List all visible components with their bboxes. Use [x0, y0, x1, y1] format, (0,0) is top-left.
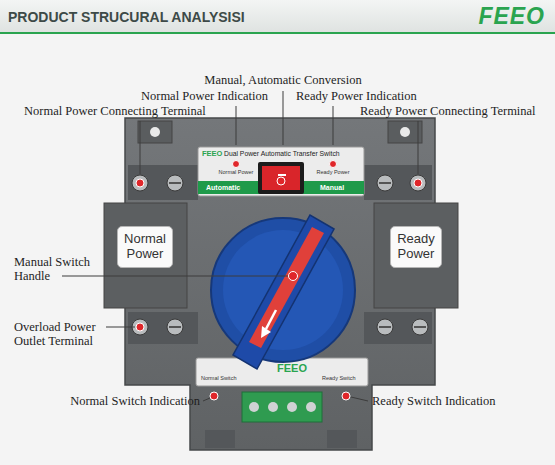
switch-knob [211, 218, 355, 362]
switch-housing [327, 430, 357, 448]
switch-housing [138, 121, 172, 143]
terminal-block [242, 392, 322, 422]
terminal-screws [410, 175, 426, 191]
leader-lines [62, 276, 288, 277]
leader-lines [333, 106, 334, 145]
callout-label: Ready Power Connecting Terminal [360, 104, 536, 118]
callout-label: Ready Power Indication [296, 89, 417, 103]
switch-knob [211, 218, 355, 362]
switch-handle [266, 310, 276, 329]
terminal-block [287, 402, 297, 412]
terminal-screws [132, 175, 148, 191]
leader-lines [62, 91, 418, 401]
callout-dots [342, 392, 350, 400]
switch-handle [233, 215, 334, 369]
leader-lines [140, 121, 141, 174]
callout-dots [414, 179, 422, 187]
switch-label: Ready Switch [322, 375, 356, 381]
nameplate-box: Ready Power [390, 226, 442, 268]
callout-label: Normal Power Indication [141, 89, 268, 103]
nameplate-text: Normal Power [124, 232, 166, 262]
switch-housing [400, 127, 410, 137]
rocker-switch [258, 162, 304, 194]
callout-dots [210, 392, 218, 400]
leader-lines [351, 397, 368, 401]
plate-logo: FEEO [202, 150, 222, 159]
switch-housing [128, 165, 198, 200]
plate-logo: FEEO [277, 362, 307, 375]
callout-label: Normal Power Connecting Terminal [24, 104, 206, 118]
switch-handle [261, 326, 271, 338]
rocker-switch [262, 166, 300, 190]
callout-dots [330, 161, 337, 168]
mode-label: Automatic [206, 184, 240, 192]
callout-label: Overload Power Outlet Terminal [14, 320, 106, 349]
header-rule [0, 32, 555, 34]
terminal-block [242, 392, 322, 422]
callout-dots [233, 161, 240, 168]
indicator-label: Ready Power [316, 169, 349, 175]
leader-lines [418, 121, 419, 174]
leader-lines [283, 91, 284, 145]
switch-housing [104, 203, 187, 308]
leader-lines [106, 327, 135, 328]
label-plate [196, 358, 368, 386]
callout-dots [277, 177, 285, 185]
switch-housing [388, 121, 422, 143]
label-plate [198, 147, 364, 196]
callout-dots [136, 161, 422, 401]
callout-label: Ready Switch Indication [372, 394, 496, 408]
terminal-block [306, 402, 316, 412]
mode-label: Manual [320, 184, 344, 192]
callout-label: Manual Switch Handle [14, 255, 100, 284]
callout-dots [136, 179, 144, 187]
switch-label: Normal Switch [201, 375, 236, 381]
plate-title: Dual Power Automatic Transfer Switch [224, 150, 340, 158]
label-plate [196, 147, 368, 386]
rocker-switch [258, 162, 304, 194]
nameplate-text: Ready Power [397, 232, 435, 262]
switch-handle [233, 215, 334, 369]
nameplate-box: Normal Power [117, 226, 173, 268]
callout-dots [289, 272, 298, 281]
page-title: PRODUCT STRUCURAL ANALYSISI [8, 9, 245, 25]
switch-housing [364, 165, 432, 200]
switch-housing [150, 127, 160, 137]
rocker-switch [278, 174, 286, 176]
brand-logo: FEEO [478, 3, 545, 29]
leader-lines [203, 398, 210, 401]
callout-label: Manual, Automatic Conversion [204, 73, 361, 87]
callout-label: Normal Switch Indication [70, 394, 200, 408]
callout-dots [136, 323, 144, 331]
leader-lines [236, 106, 237, 145]
switch-housing [374, 203, 458, 308]
switch-handle [249, 227, 324, 348]
terminal-block [268, 402, 278, 412]
terminal-block [249, 402, 259, 412]
indicator-label: Normal Power [219, 169, 254, 175]
switch-housing [128, 312, 198, 344]
switch-housing [205, 430, 235, 448]
